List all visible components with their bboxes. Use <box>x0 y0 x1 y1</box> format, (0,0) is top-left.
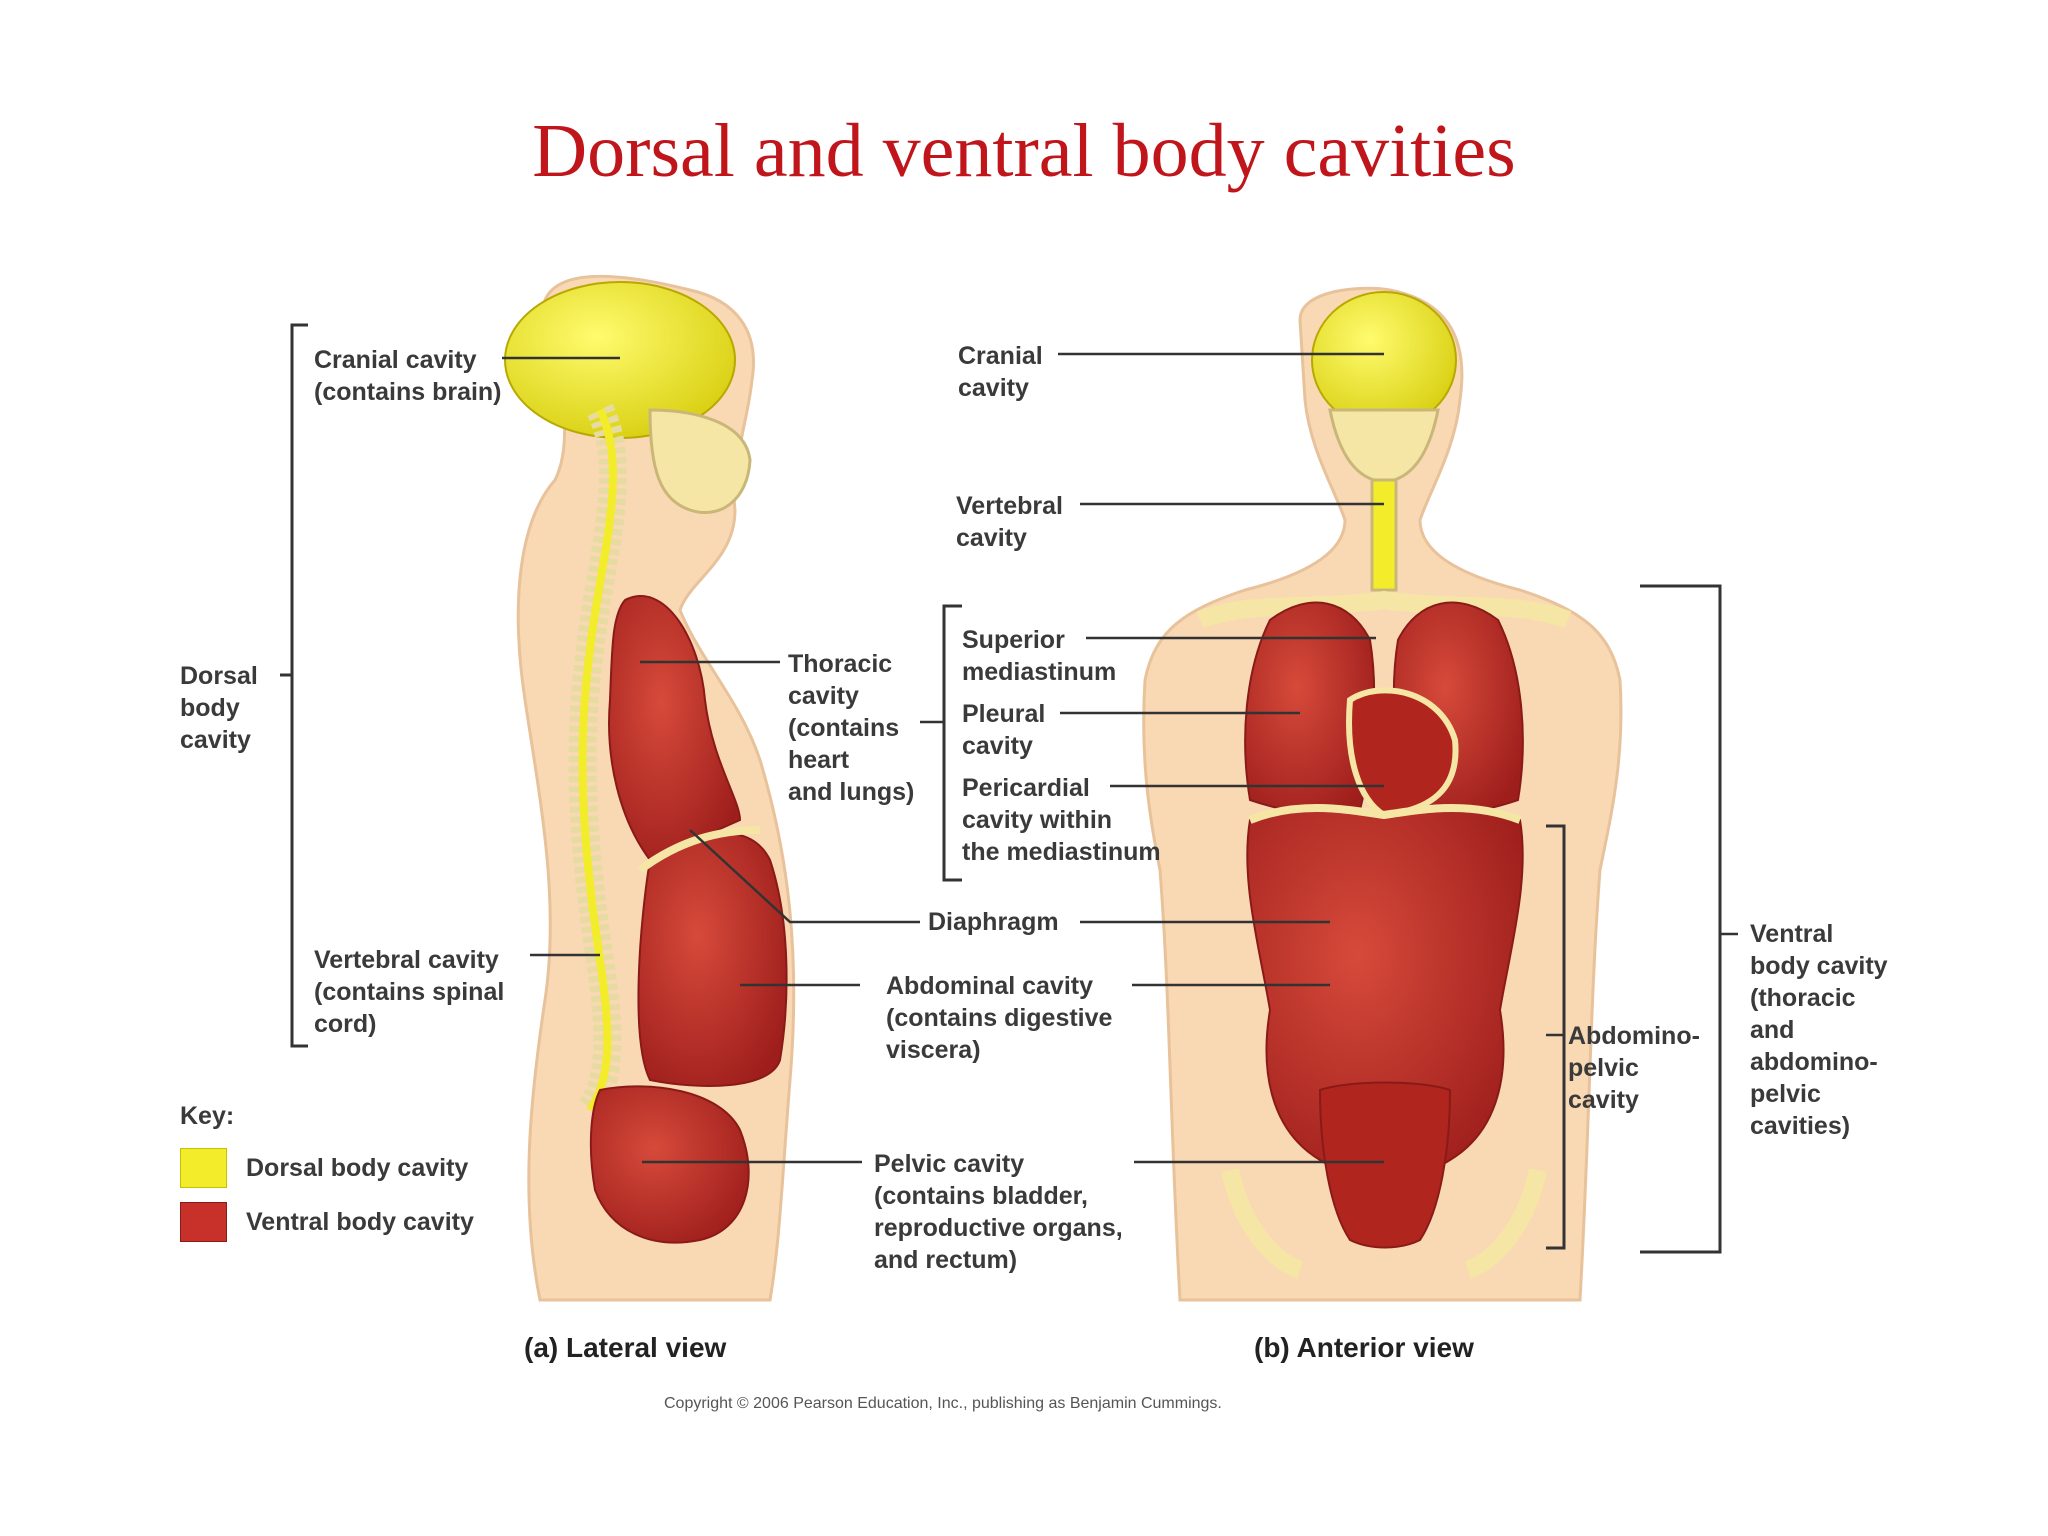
anterior-pelvic-cavity <box>1318 1081 1452 1249</box>
anterior-left-pelvis <box>1221 1168 1304 1279</box>
anterior-cranial-cavity <box>1311 291 1457 429</box>
label-ventral-body-cavity: Ventral body cavity (thoracic and abdomi… <box>1750 918 1888 1142</box>
label-line: Vertebral cavity <box>314 946 499 974</box>
thoracic-bracket <box>942 604 962 882</box>
label-line: (contains spinal <box>314 978 505 1006</box>
label-line: Pelvic cavity <box>874 1150 1025 1178</box>
label-line: cavity <box>1568 1086 1639 1114</box>
label-line: Pleural <box>962 700 1046 728</box>
label-line: the mediastinum <box>962 838 1161 866</box>
key-label-dorsal: Dorsal body cavity <box>246 1154 469 1182</box>
label-line: cord) <box>314 1010 377 1038</box>
label-line: Abdomino- <box>1568 1022 1700 1050</box>
label-line: cavities) <box>1750 1112 1851 1140</box>
label-line: cavity <box>958 374 1029 402</box>
page-title: Dorsal and ventral body cavities <box>532 109 1516 193</box>
label-line: cavity <box>962 732 1033 760</box>
anterior-clavicles <box>1196 590 1572 629</box>
label-line: Vertebral <box>956 492 1064 520</box>
label-line: (contains bladder, <box>874 1182 1088 1210</box>
label-line: pelvic <box>1750 1080 1821 1108</box>
label-abdominopelvic-cavity: Abdomino- pelvic cavity <box>1568 1020 1700 1116</box>
label-line: cavity <box>956 524 1027 552</box>
leader-diaphragm-lateral <box>689 829 920 924</box>
label-pelvic-cavity: Pelvic cavity (contains bladder, reprodu… <box>874 1148 1123 1276</box>
label-line: (contains brain) <box>314 378 502 406</box>
lateral-spinal-cord <box>578 408 617 1113</box>
label-line: body cavity <box>1750 952 1888 980</box>
copyright-notice: Copyright © 2006 Pearson Education, Inc.… <box>664 1395 1222 1412</box>
lateral-body <box>504 274 796 1302</box>
label-pleural-cavity: Pleural cavity <box>962 698 1045 762</box>
label-line: heart <box>788 746 850 774</box>
label-line: and lungs) <box>788 778 915 806</box>
anterior-body <box>1142 286 1623 1302</box>
label-line: mediastinum <box>962 658 1117 686</box>
label-cranial-cavity-lateral: Cranial cavity (contains brain) <box>314 344 502 408</box>
key-swatch-ventral <box>180 1202 227 1242</box>
label-line: viscera) <box>886 1036 981 1064</box>
abdominopelvic-bracket <box>1546 824 1566 1250</box>
label-thoracic-cavity: Thoracic cavity (contains heart and lung… <box>788 648 914 808</box>
label-line: Dorsal <box>180 662 258 690</box>
caption-lateral-view: (a) Lateral view <box>524 1332 727 1363</box>
label-line: (contains <box>788 714 900 742</box>
key-title: Key: <box>180 1102 235 1130</box>
ventral-bracket <box>1640 584 1722 1254</box>
label-line: cavity <box>788 682 859 710</box>
label-line: Pericardial <box>962 774 1090 802</box>
label-vertebral-cavity-lateral: Vertebral cavity (contains spinal cord) <box>314 944 504 1040</box>
label-diaphragm: Diaphragm <box>928 908 1059 936</box>
label-line: Superior <box>962 626 1065 654</box>
label-dorsal-body-cavity: Dorsal body cavity <box>180 660 258 756</box>
label-vertebral-cavity-anterior: Vertebral cavity <box>956 490 1063 554</box>
label-line: reproductive organs, <box>874 1214 1123 1242</box>
label-superior-mediastinum: Superior mediastinum <box>962 624 1116 688</box>
label-line: cavity within <box>962 806 1113 834</box>
label-line: (thoracic <box>1750 984 1856 1012</box>
lateral-abdominal-cavity <box>637 832 788 1087</box>
dorsal-bracket <box>290 323 308 1048</box>
label-line: and <box>1750 1016 1795 1044</box>
caption-anterior-view: (b) Anterior view <box>1254 1332 1474 1363</box>
label-line: body <box>180 694 240 722</box>
lateral-skull-face <box>648 408 752 515</box>
anterior-diaphragm <box>1248 804 1522 824</box>
anterior-right-pelvis <box>1464 1168 1547 1279</box>
anterior-pericardial-cavity <box>1346 687 1459 819</box>
label-abdominal-cavity: Abdominal cavity (contains digestive vis… <box>886 970 1112 1066</box>
label-line: Ventral <box>1750 920 1834 948</box>
label-cranial-cavity-anterior: Cranial cavity <box>958 340 1043 404</box>
label-line: and rectum) <box>874 1246 1018 1274</box>
label-line: Cranial <box>958 342 1043 370</box>
label-line: Abdominal cavity <box>886 972 1093 1000</box>
label-line: pelvic <box>1568 1054 1639 1082</box>
key-swatch-dorsal <box>180 1148 227 1188</box>
label-line: cavity <box>180 726 251 754</box>
lateral-pelvic-cavity <box>589 1085 750 1244</box>
leader-lines <box>502 352 1738 1164</box>
key-label-ventral: Ventral body cavity <box>246 1208 474 1236</box>
label-line: (contains digestive <box>886 1004 1113 1032</box>
anterior-vertebral-cavity <box>1370 478 1398 592</box>
label-line: Cranial cavity <box>314 346 477 374</box>
label-pericardial-cavity: Pericardial cavity within the mediastinu… <box>962 772 1161 868</box>
label-line: Thoracic <box>788 650 893 678</box>
label-line: abdomino- <box>1750 1048 1878 1076</box>
